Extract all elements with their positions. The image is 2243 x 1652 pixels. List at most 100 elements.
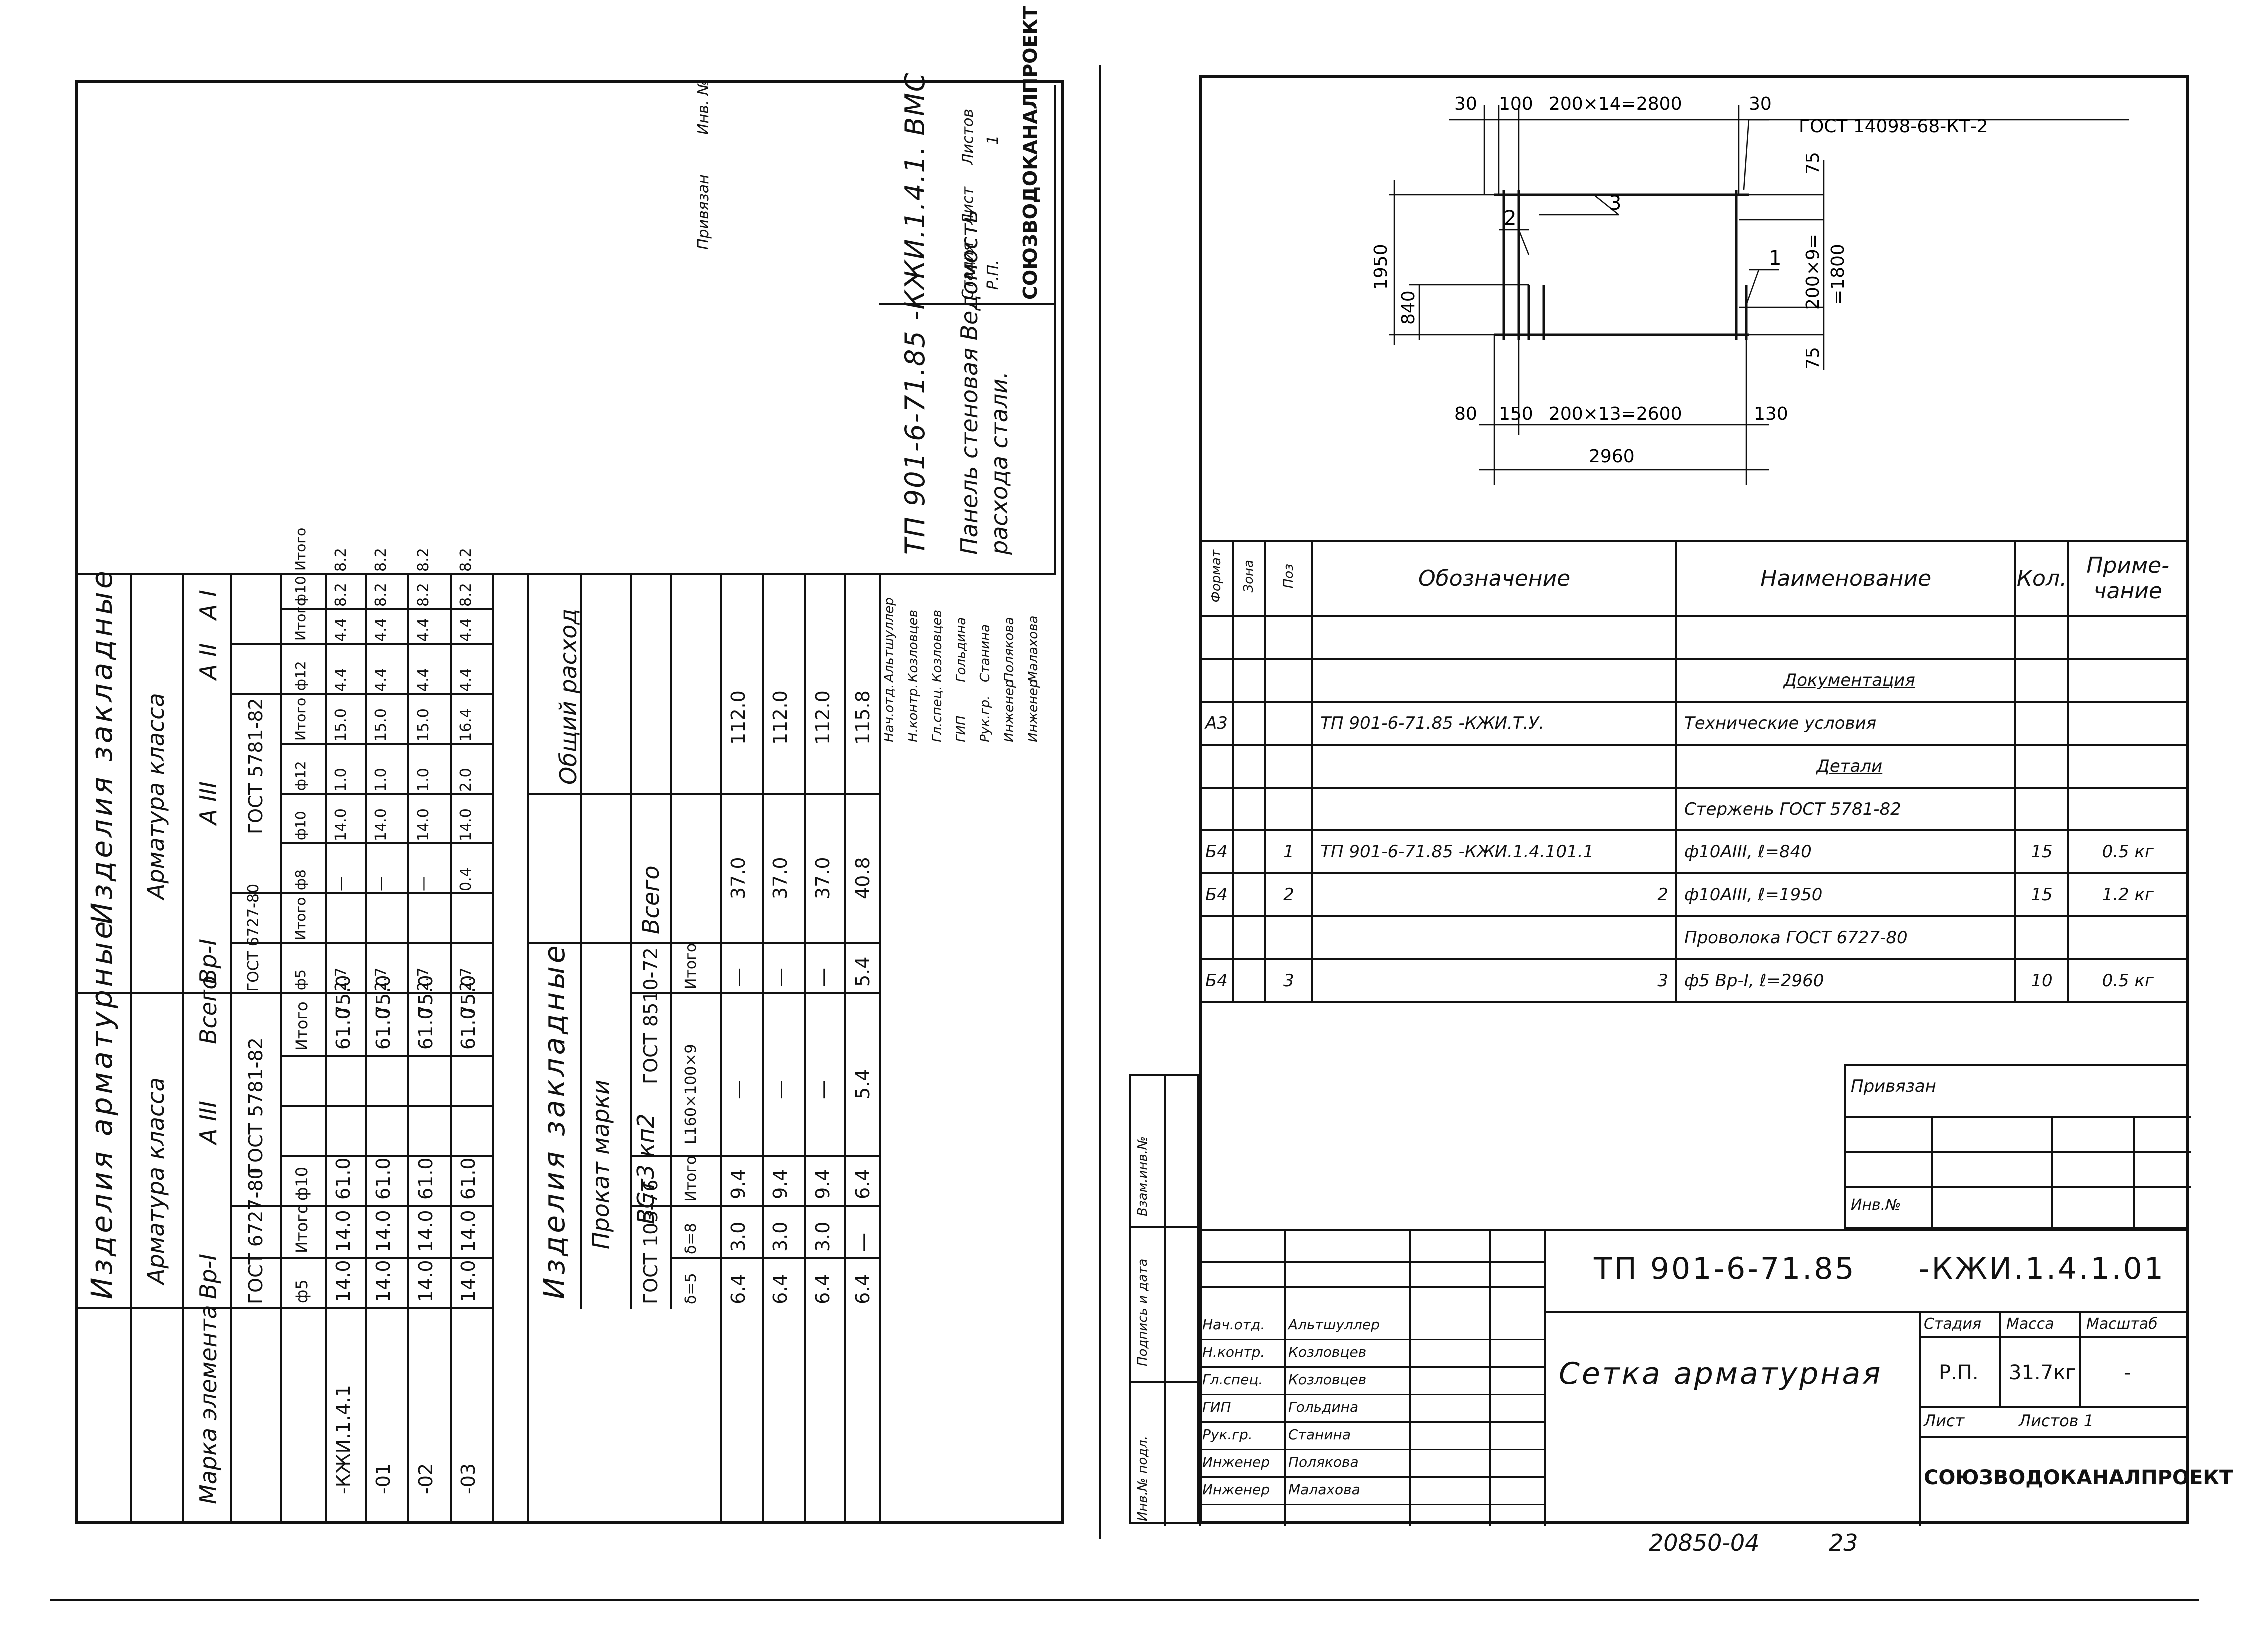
spec-cell: ф10АIII, ℓ=1950: [1675, 872, 2017, 917]
left-signer-name: Гольдина: [954, 617, 969, 682]
tb-massa-value: 31.7кг: [2009, 1361, 2076, 1384]
armatura-klassa-b: Арматура класса: [142, 693, 169, 899]
row-b-cell: —: [332, 876, 350, 891]
col-b-head: ф10: [292, 811, 309, 840]
spec-header-cell: Поз: [1264, 540, 1314, 617]
spec-cell: [1231, 658, 1266, 703]
row-b-cell: 4.4: [415, 668, 432, 692]
cls-a1: А I: [195, 590, 222, 620]
tb-title: Сетка арматурная: [1559, 1356, 1883, 1391]
spec-cell: А3: [1199, 701, 1234, 746]
left-signer-role: Инженер: [1002, 679, 1017, 742]
dim-200x13: 200×13=2600: [1549, 404, 1682, 424]
pos-1: 1: [1769, 247, 1781, 270]
spec-cell: [1199, 744, 1234, 789]
stadia-value: Р.П.: [984, 260, 1002, 290]
z-cell: 6.4: [769, 1274, 791, 1304]
left-signer-name: Козловцев: [906, 609, 921, 682]
spec-cell: [2014, 787, 2069, 831]
z-cell: 9.4: [769, 1169, 791, 1199]
spec-cell: 10: [2014, 958, 2069, 1003]
spec-cell: 3: [1264, 958, 1314, 1003]
spec-cell: [1264, 787, 1314, 831]
z-cell: —: [852, 1233, 874, 1252]
row-a-cell: 14.0: [332, 1210, 354, 1252]
spec-cell: [2014, 915, 2069, 960]
spec-cell: [1199, 915, 1234, 960]
privyazan-left: Привязан: [695, 174, 712, 250]
dim-130: 130: [1754, 404, 1788, 424]
spec-cell: ТП 901-6-71.85 -КЖИ.Т.У.: [1311, 701, 1678, 746]
z-cell: 40.8: [852, 857, 874, 899]
col-b-head: Итого: [292, 697, 309, 741]
side-label: Инв.№ подл.: [1135, 1435, 1150, 1521]
z-cell: 5.4: [852, 956, 874, 987]
z-cell: 6.4: [812, 1274, 834, 1304]
spec-cell: [1311, 787, 1678, 831]
doc-code: ТП 901-6-71.85 -КЖИ.1.4.1. ВМС: [899, 72, 931, 555]
z-cell: 115.8: [852, 690, 874, 745]
header-izdeliya-armaturnye: Изделия арматурные: [85, 918, 119, 1299]
tb-signer-name: Гольдина: [1288, 1399, 1359, 1415]
spec-cell: [1311, 615, 1678, 660]
row-a-cell: 14.0: [372, 1210, 394, 1252]
tb-signer-role: Инженер: [1202, 1454, 1270, 1470]
z-col-head: Итого: [682, 943, 700, 989]
dim-30a: 30: [1454, 94, 1477, 114]
row-b-cell: 1.0: [332, 768, 350, 792]
spec-cell: [2014, 744, 2069, 789]
spec-cell: Б4: [1199, 829, 1234, 874]
z-cell: —: [769, 968, 791, 987]
spec-header-cell: Кол.: [2014, 540, 2069, 617]
spec-cell: [1199, 658, 1234, 703]
spec-cell: 1: [1264, 829, 1314, 874]
row-a-cell: 14.0: [332, 1260, 354, 1302]
z-cell: —: [812, 968, 834, 987]
z-col-head: δ=8: [682, 1223, 700, 1254]
row-b-cell: 2.7: [457, 967, 475, 991]
spec-cell: [1231, 872, 1266, 917]
row-b-cell: 8.2: [457, 583, 475, 607]
col-a-head: ф10: [292, 1166, 311, 1201]
spec-cell: ф10АIII, ℓ=840: [1675, 829, 2017, 874]
footer-page: 23: [1829, 1529, 1858, 1556]
dim-200x9: 200×9=: [1803, 234, 1823, 310]
col-b-head: ф5: [292, 969, 309, 990]
row-b-cell: 4.4: [332, 618, 350, 642]
listov-value: 1: [984, 135, 1002, 145]
gost-8510: ГОСТ 8510-72: [640, 947, 662, 1084]
tb-signer-name: Станина: [1288, 1426, 1351, 1443]
row-b-cell: 4.4: [332, 668, 350, 692]
spec-cell: [2067, 658, 2189, 703]
tb-signer-role: Рук.гр.: [1202, 1426, 1253, 1443]
spec-cell: [2014, 658, 2069, 703]
z-cell: 6.4: [727, 1274, 749, 1304]
doc-title: Панель стеновая Ведомость расхода стали.: [956, 209, 1013, 555]
row-a-cell: 61.0: [332, 1157, 354, 1200]
row-b-cell: 8.2: [332, 548, 350, 572]
dim-75a: 75: [1803, 152, 1823, 175]
armatura-klassa-a: Арматура класса: [142, 1077, 169, 1284]
spec-cell: ТП 901-6-71.85 -КЖИ.1.4.101.1: [1311, 829, 1678, 874]
row-b-cell: 8.2: [415, 583, 432, 607]
z-cell: 37.0: [812, 857, 834, 899]
tb-masshtab-value: -: [2124, 1361, 2131, 1384]
z-cell: 112.0: [769, 690, 791, 745]
spec-cell: [2014, 615, 2069, 660]
row-b-cell: —: [415, 876, 432, 891]
col-a-head: ф5: [292, 1279, 311, 1303]
spec-cell: [2067, 744, 2189, 789]
spec-cell: [1264, 701, 1314, 746]
dim-200x14: 200×14=2800: [1549, 94, 1682, 114]
z-cell: 112.0: [812, 690, 834, 745]
dim-80: 80: [1454, 404, 1477, 424]
col-b-head: ф12: [292, 761, 309, 791]
row-b-cell: 8.2: [415, 548, 432, 572]
left-signer-name: Полякова: [1002, 617, 1017, 682]
row-b-cell: 8.2: [332, 583, 350, 607]
row-b-cell: 4.4: [372, 668, 390, 692]
row-mark: -02: [415, 1463, 437, 1494]
row-b-cell: 4.4: [415, 618, 432, 642]
gost-14098: ГОСТ 14098-68-КТ-2: [1799, 116, 1988, 137]
